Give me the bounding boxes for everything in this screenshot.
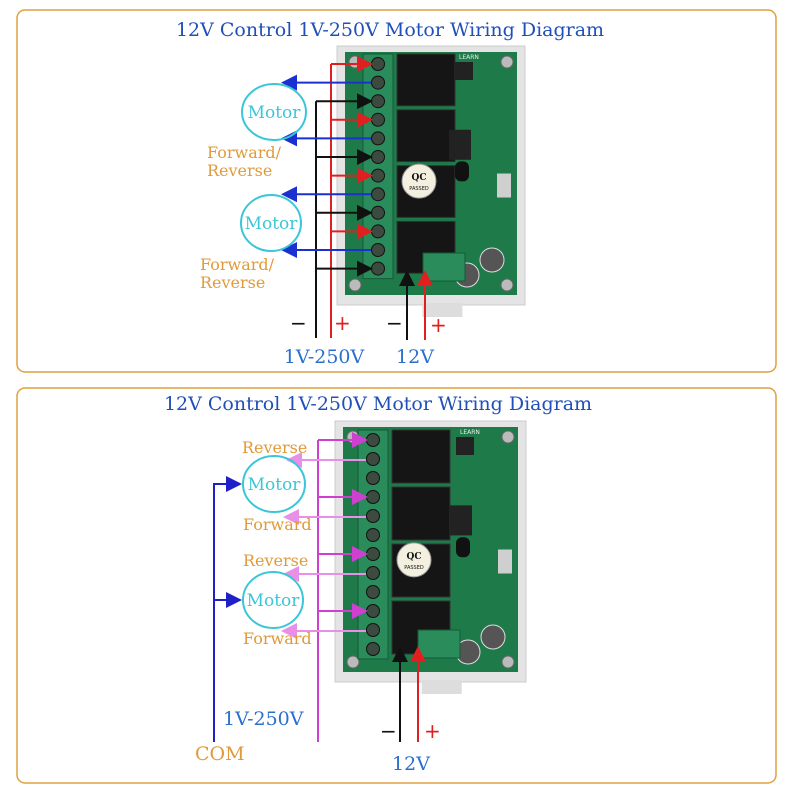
antenna-coil: [456, 537, 470, 558]
terminal-screw: [371, 168, 385, 183]
crystal: [497, 173, 511, 198]
direction-label: Forward: [243, 515, 312, 534]
motor-2: [240, 194, 302, 252]
relay: [396, 53, 456, 107]
terminal-screw: [371, 261, 385, 276]
terminal-screw: [366, 528, 380, 542]
terminal-screw: [371, 224, 385, 239]
wires: [281, 56, 433, 340]
terminal-screw: [371, 243, 385, 257]
motor-1: [242, 455, 306, 513]
terminal-screw: [366, 433, 380, 447]
relay: [396, 109, 456, 163]
crystal: [498, 549, 512, 574]
terminal-screw: [371, 205, 385, 220]
learn-button: [456, 437, 474, 455]
motor-2-label: Motor: [245, 214, 299, 234]
terminal-screw: [371, 75, 385, 90]
relay-board: QC PASSED LEARN: [336, 45, 526, 317]
qc-text: QC: [406, 552, 421, 562]
capacitor: [480, 624, 506, 650]
control-plus-sign: +: [424, 719, 441, 743]
terminal-screw: [366, 547, 380, 561]
control-minus-sign: −: [380, 719, 397, 743]
mount-screw: [348, 278, 362, 292]
control-minus-sign: −: [386, 311, 403, 335]
terminal-block: [362, 53, 394, 280]
motor-1-label: Motor: [248, 103, 302, 123]
panel-bottom: 12V Control 1V-250V Motor Wiring Diagram…: [16, 387, 777, 784]
direction-label: Forward/: [200, 255, 275, 274]
direction-label: Forward: [243, 629, 312, 648]
terminal-screw: [366, 452, 380, 466]
direction-label: Reverse: [242, 438, 307, 457]
board-tab: [421, 680, 462, 694]
load-supply-label: 1V-250V: [223, 708, 304, 730]
qc-text: QC: [411, 173, 426, 183]
learn-label: LEARN: [460, 429, 480, 436]
relay: [391, 429, 451, 484]
terminal-screw: [366, 566, 380, 580]
relay: [391, 486, 451, 541]
load-minus-sign: −: [290, 311, 307, 335]
control-supply-label: 12V: [392, 753, 430, 775]
com-wire: [213, 476, 242, 742]
terminal-screw: [366, 509, 380, 523]
motor-1-label: Motor: [248, 475, 302, 495]
com-label: COM: [195, 743, 245, 765]
terminal-screw: [371, 94, 385, 109]
terminal-screw: [366, 490, 380, 504]
direction-label: Reverse: [243, 551, 308, 570]
motor-1: [241, 83, 307, 141]
terminal-screw: [371, 150, 385, 164]
terminal-screw: [371, 131, 385, 146]
ic-chip: [450, 505, 472, 536]
capacitor: [479, 247, 505, 273]
power-terminal: [422, 252, 466, 282]
terminal-screw: [371, 112, 385, 127]
panel-title: 12V Control 1V-250V Motor Wiring Diagram: [164, 393, 592, 415]
load-plus-sign: +: [334, 311, 351, 335]
passed-text: PASSED: [409, 186, 429, 192]
terminal-screw: [371, 187, 385, 202]
antenna-coil: [455, 161, 469, 182]
power-terminal: [417, 629, 461, 659]
passed-text: PASSED: [404, 565, 424, 571]
mount-screw: [348, 55, 362, 69]
board-tab: [422, 303, 463, 317]
motor-2-label: Motor: [247, 591, 301, 611]
mount-screw: [346, 655, 360, 669]
wires: [213, 432, 426, 742]
load-supply-label: 1V-250V: [284, 346, 365, 368]
mount-screw: [501, 655, 515, 669]
qc-sticker: [401, 163, 437, 199]
relay-board: QC PASSED LEARN: [334, 420, 527, 694]
direction-label: Reverse: [207, 161, 272, 180]
terminal-screw: [366, 471, 380, 485]
learn-button: [455, 62, 473, 80]
terminal-screw: [366, 623, 380, 637]
terminal-screw: [371, 57, 385, 71]
mount-screw: [346, 430, 360, 444]
terminal-screw: [366, 642, 380, 656]
terminal-screw: [366, 604, 380, 618]
mount-screw: [500, 55, 514, 69]
mount-screw: [500, 278, 514, 292]
learn-label: LEARN: [459, 54, 479, 61]
terminal-screw: [366, 585, 380, 599]
control-supply-label: 12V: [396, 346, 434, 368]
qc-sticker: [396, 542, 432, 578]
mount-screw: [501, 430, 515, 444]
control-plus-sign: +: [430, 313, 447, 337]
direction-label: Reverse: [200, 273, 265, 292]
panel-title: 12V Control 1V-250V Motor Wiring Diagram: [176, 19, 604, 41]
ic-chip: [449, 129, 471, 160]
terminal-block: [357, 429, 389, 660]
panel-top: 12V Control 1V-250V Motor Wiring Diagram…: [16, 9, 777, 373]
direction-label: Forward/: [207, 143, 282, 162]
motor-2: [242, 571, 304, 629]
